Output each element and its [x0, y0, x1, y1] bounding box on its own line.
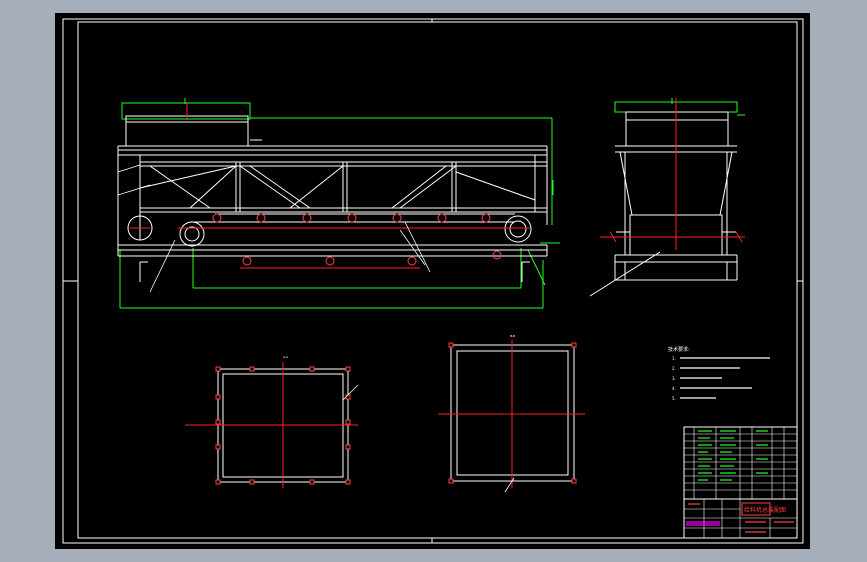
dimension-lines [119, 98, 560, 309]
section-a-view: A-A [185, 355, 359, 488]
leader-lines [117, 164, 431, 293]
note-1: 1. [672, 356, 676, 361]
note-3: 3. [672, 376, 676, 381]
pulleys [127, 215, 532, 247]
school-fill [686, 521, 720, 526]
frame-ticks [63, 19, 803, 543]
notes-title: 技术要求: [668, 346, 690, 353]
note-4: 4. [672, 386, 676, 391]
technical-notes: 技术要求: 1. 2. 3. 4. 5. [668, 346, 770, 401]
side-centerlines [600, 98, 745, 250]
main-elevation-view [117, 98, 560, 309]
idler-rollers [212, 213, 502, 266]
title-block: 给料机总装配图 [683, 498, 798, 539]
main-centerlines [130, 102, 530, 269]
side-view [589, 98, 745, 297]
note-5: 5. [672, 396, 676, 401]
section-b-label: B-B [510, 334, 515, 338]
drawing-sheet [55, 13, 810, 549]
parts-text-strokes [698, 430, 768, 481]
frame-structure [117, 145, 548, 282]
note-text-strokes [680, 357, 770, 399]
parts-list [683, 426, 798, 500]
drawing-name-box [741, 502, 771, 516]
section-b-view: B-B [438, 334, 585, 493]
note-2: 2. [672, 366, 676, 371]
section-a-label: A-A [283, 355, 289, 359]
inner-border [77, 21, 798, 539]
drawing-name: 给料机总装配图 [744, 506, 786, 514]
